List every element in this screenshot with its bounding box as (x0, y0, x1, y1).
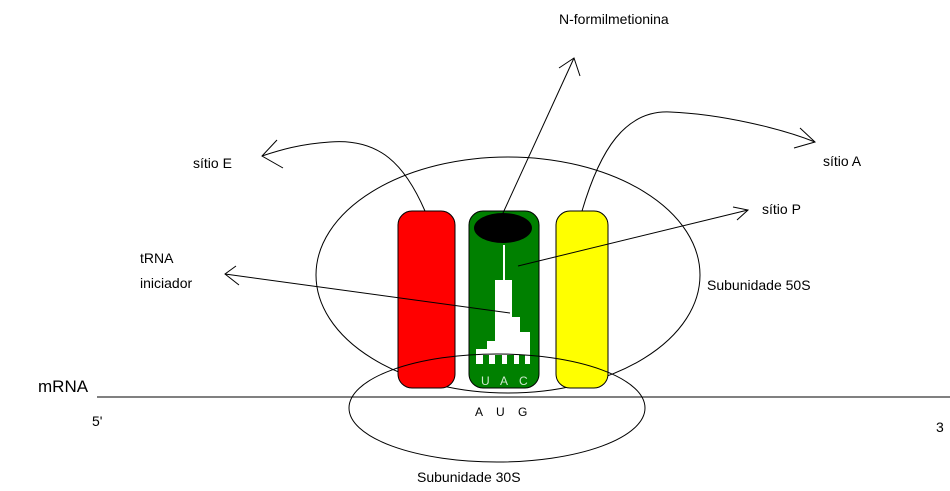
arrowhead-trna (224, 265, 240, 286)
arrowhead-sitio-p (732, 206, 750, 221)
label-trna-line1: tRNA (140, 250, 174, 266)
anticodon-c: C (519, 374, 528, 388)
label-trna-line2: iniciador (140, 275, 192, 291)
label-subunidade-50s: Subunidade 50S (707, 277, 811, 293)
codon-g: G (518, 405, 527, 419)
anticodon-a: A (500, 374, 508, 388)
label-3-prime: 3 (936, 419, 944, 435)
pointer-sitio-p (517, 209, 749, 267)
subunit-30s-outline (348, 353, 646, 463)
site-a-yellow (555, 210, 609, 389)
label-sitio-p: sítio P (762, 201, 801, 217)
arrowhead-sitio-e (261, 139, 284, 169)
label-sitio-e: sítio E (193, 155, 232, 171)
label-n-formilmetionina: N-formilmetionina (559, 11, 669, 27)
codon-u: U (496, 405, 505, 419)
pointer-sitio-a (581, 111, 816, 212)
subunit-50s-outline (315, 156, 701, 394)
arrowhead-n-formil (558, 57, 581, 77)
label-5-prime: 5' (92, 413, 102, 429)
codon-a: A (475, 405, 483, 419)
n-formylmethionine-blob (474, 213, 532, 243)
pointer-trna (224, 273, 511, 314)
trna-shape (476, 280, 530, 364)
label-sitio-a: sítio A (823, 153, 862, 169)
label-subunidade-30s: Subunidade 30S (417, 469, 521, 485)
label-mrna: mRNA (38, 377, 89, 396)
pointer-sitio-e (261, 141, 426, 212)
arrowhead-sitio-a (793, 127, 816, 149)
site-e-red (397, 210, 456, 389)
pointer-n-formil (502, 57, 575, 214)
anticodon-u: U (481, 374, 490, 388)
